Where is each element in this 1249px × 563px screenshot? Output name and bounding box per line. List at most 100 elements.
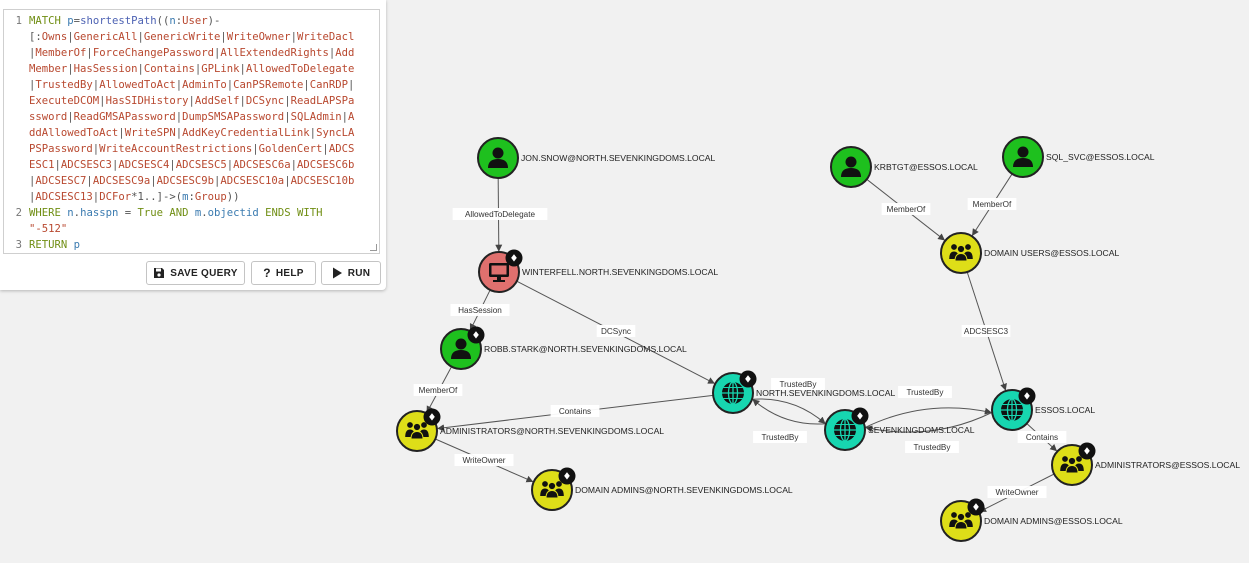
- highvalue-badge-icon: ♦: [467, 326, 485, 344]
- edge-line[interactable]: [865, 411, 993, 433]
- save-query-label: SAVE QUERY: [170, 267, 238, 279]
- edge-label: MemberOf: [887, 205, 926, 214]
- group-icon-head: [965, 512, 971, 518]
- query-token: hasspn: [80, 207, 119, 219]
- resize-grip-icon[interactable]: [370, 244, 377, 251]
- group-icon: [405, 422, 429, 440]
- graph-node-sevenk[interactable]: ♦SEVENKINGDOMS.LOCAL: [824, 407, 975, 451]
- computer-icon-display: [491, 265, 507, 275]
- line-number: 3: [15, 239, 22, 251]
- graph-edge[interactable]: HasSession: [450, 289, 510, 331]
- user-icon: [451, 338, 471, 359]
- query-token: User: [182, 15, 208, 27]
- graph-node-krbtgt[interactable]: KRBTGT@ESSOS.LOCAL: [830, 146, 978, 188]
- query-token: |: [175, 111, 183, 123]
- line-number: 2: [15, 207, 22, 219]
- graph-edge[interactable]: MemberOf: [967, 173, 1017, 236]
- graph-node-da-north[interactable]: ♦DOMAIN ADMINS@NORTH.SEVENKINGDOMS.LOCAL: [531, 467, 793, 511]
- edge-label: Contains: [1026, 433, 1058, 442]
- graph-edge[interactable]: DCSync: [516, 280, 715, 384]
- query-token: |: [220, 31, 227, 43]
- query-token: AdminTo: [182, 79, 227, 91]
- badge-glyph: ♦: [472, 331, 481, 342]
- group-icon-head: [412, 422, 422, 432]
- query-token: True AND: [137, 207, 195, 219]
- edge-label-background: [413, 384, 463, 396]
- query-token: DumpSMSAPassword: [182, 111, 285, 123]
- user-icon-head: [1017, 146, 1029, 158]
- graph-edge[interactable]: WriteOwner: [435, 438, 534, 483]
- group-icon-head: [956, 244, 966, 254]
- graph-node-essos[interactable]: ♦ESSOS.LOCAL: [991, 387, 1095, 431]
- save-query-button[interactable]: SAVE QUERY: [146, 261, 245, 285]
- node-label: DOMAIN USERS@ESSOS.LOCAL: [984, 248, 1119, 258]
- help-button[interactable]: ? HELP: [251, 261, 316, 285]
- query-code: PSPassword|WriteAccountRestrictions|Gold…: [29, 141, 354, 157]
- graph-node-da-essos[interactable]: ♦DOMAIN ADMINS@ESSOS.LOCAL: [940, 498, 1123, 542]
- query-token: |: [67, 63, 74, 75]
- node-label: DOMAIN ADMINS@NORTH.SEVENKINGDOMS.LOCAL: [575, 485, 793, 495]
- edge-label-background: [905, 441, 959, 453]
- graph-edge[interactable]: TrustedBy: [752, 399, 827, 443]
- query-token: |: [284, 95, 291, 107]
- graph-edge[interactable]: ADCSESC3: [961, 271, 1011, 391]
- graph-node-du-essos[interactable]: DOMAIN USERS@ESSOS.LOCAL: [940, 232, 1119, 274]
- highvalue-badge-icon: ♦: [967, 498, 985, 516]
- graph-node-winterfell[interactable]: ♦WINTERFELL.NORTH.SEVENKINGDOMS.LOCAL: [478, 249, 718, 293]
- query-token: ADCSESC5: [175, 159, 227, 171]
- node-label: ADMINISTRATORS@ESSOS.LOCAL: [1095, 460, 1240, 470]
- run-label: RUN: [347, 267, 371, 279]
- group-icon: [949, 512, 973, 530]
- edge-line[interactable]: [864, 407, 992, 429]
- query-token: ADCSESC7: [35, 175, 87, 187]
- edge-label-background: [596, 325, 636, 337]
- graph-edge[interactable]: Contains: [1017, 423, 1067, 452]
- graph-edge[interactable]: WriteOwner: [979, 473, 1055, 512]
- query-token: CanPSRemote: [233, 79, 304, 91]
- graph-edge[interactable]: TrustedBy: [864, 386, 992, 429]
- graph-node-north[interactable]: ♦NORTH.SEVENKINGDOMS.LOCAL: [712, 370, 895, 414]
- graph-edge[interactable]: MemberOf: [866, 178, 946, 241]
- edge-label: MemberOf: [973, 200, 1012, 209]
- graph-node-sqlsvc[interactable]: SQL_SVC@ESSOS.LOCAL: [1002, 136, 1155, 178]
- query-code: |ADCSESC13|DCFor*1..]->(m:Group)): [29, 189, 240, 205]
- graph-edge[interactable]: TrustedBy: [865, 411, 993, 453]
- query-token: GoldenCert: [258, 143, 323, 155]
- edge-label-background: [454, 454, 514, 466]
- query-token: |: [284, 111, 291, 123]
- query-token: TrustedBy: [35, 79, 93, 91]
- edge-line[interactable]: [752, 399, 827, 425]
- query-token: |: [86, 175, 93, 187]
- edge-line[interactable]: [751, 398, 826, 424]
- edge-label: TrustedBy: [761, 433, 799, 442]
- user-icon-head: [492, 147, 504, 159]
- badge-glyph: ♦: [972, 503, 981, 514]
- edge-label-background: [550, 405, 600, 417]
- graph-edge[interactable]: Contains: [437, 394, 714, 432]
- query-token: Add: [335, 47, 355, 59]
- group-icon-head: [951, 244, 957, 250]
- node-label: SQL_SVC@ESSOS.LOCAL: [1046, 152, 1155, 162]
- graph-node-robb[interactable]: ♦ROBB.STARK@NORTH.SEVENKINGDOMS.LOCAL: [440, 326, 687, 370]
- graph-edge[interactable]: TrustedBy: [751, 378, 826, 424]
- graph-edge[interactable]: MemberOf: [413, 366, 463, 414]
- query-token: )): [226, 191, 240, 203]
- query-token: shortestPath: [80, 15, 157, 27]
- graph-node-admins-north[interactable]: ♦ADMINISTRATORS@NORTH.SEVENKINGDOMS.LOCA…: [396, 408, 664, 452]
- graph-node-jon[interactable]: JON.SNOW@NORTH.SEVENKINGDOMS.LOCAL: [477, 137, 716, 179]
- graph-edge[interactable]: AllowedToDelegate: [452, 177, 548, 252]
- group-icon-body: [1065, 464, 1079, 474]
- query-token: ADCSESC10a: [220, 175, 285, 187]
- query-token: Member: [29, 63, 68, 75]
- group-icon-head: [556, 481, 562, 487]
- query-token: ADCSESC10b: [290, 175, 355, 187]
- run-button[interactable]: RUN: [321, 261, 381, 285]
- graph-node-admins-essos[interactable]: ♦ADMINISTRATORS@ESSOS.LOCAL: [1051, 442, 1240, 486]
- query-token: GenericAll: [73, 31, 138, 43]
- query-code: |TrustedBy|AllowedToAct|AdminTo|CanPSRem…: [29, 77, 354, 93]
- query-token: MATCH: [29, 15, 68, 27]
- badge-circle: [1078, 442, 1096, 460]
